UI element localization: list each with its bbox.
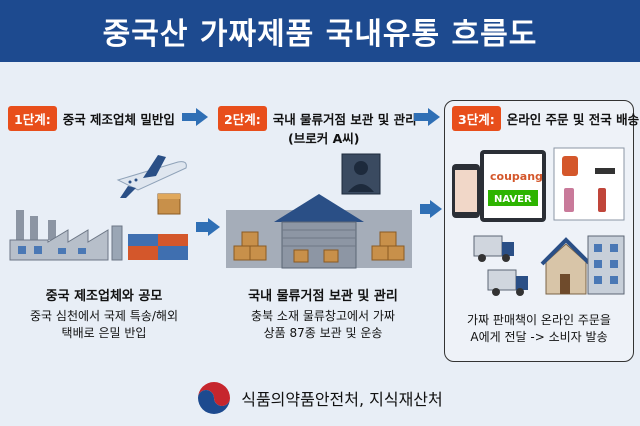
arrow-2-3-header	[414, 108, 440, 126]
stage-1-caption-line-1: 중국 심천에서 국제 특송/해외	[30, 309, 178, 323]
footer: 식품의약품안전처, 지식재산처	[0, 370, 640, 426]
stage-2-caption-line-2: 상품 87종 보관 및 운송	[263, 326, 383, 340]
page-title: 중국산 가짜제품 국내유통 흐름도	[102, 17, 538, 52]
arrow-2-3	[420, 200, 442, 218]
footer-credit: 식품의약품안전처, 지식재산처	[241, 390, 443, 409]
apartment-icon	[587, 235, 625, 295]
stage-2-sublabel: (브로커 A씨)	[288, 131, 360, 146]
stage-2-badge: 2단계:	[218, 106, 267, 131]
shipping-containers-icon	[128, 234, 188, 260]
header-banner: 중국산 가짜제품 국내유통 흐름도	[0, 0, 640, 62]
online-order-illustration: coupang NAVER	[452, 147, 625, 296]
airplane-icon	[116, 155, 187, 198]
stage-3-caption: 가짜 판매책이 온라인 주문을 A에게 전달 -> 소비자 발송	[446, 312, 632, 346]
broker-avatar-icon	[341, 153, 381, 195]
stage-2-label: 2단계: 국내 물류거점 보관 및 관리	[218, 106, 417, 131]
stage-1-caption-line-2: 택배로 은밀 반입	[61, 326, 147, 340]
stage-1-label: 1단계: 중국 제조업체 밀반입	[8, 106, 175, 131]
delivery-truck-icon	[473, 235, 528, 296]
stage-3-caption-line-2: A에게 전달 -> 소비자 발송	[470, 330, 608, 344]
stage-1-badge: 1단계:	[8, 106, 57, 131]
arrow-1-2	[196, 218, 220, 236]
stage-1-title: 중국 제조업체 밀반입	[62, 112, 175, 127]
stage-2-caption-line-1: 충북 소재 물류창고에서 가짜	[251, 309, 395, 323]
stage-3-label: 3단계: 온라인 주문 및 전국 배송	[452, 106, 639, 131]
factory-icon	[9, 210, 123, 261]
stage-3-caption-line-1: 가짜 판매책이 온라인 주문을	[467, 313, 611, 327]
stage-1-caption-title: 중국 제조업체와 공모	[45, 289, 163, 304]
stage-1-caption: 중국 제조업체와 공모 중국 심천에서 국제 특송/해외 택배로 은밀 반입	[4, 288, 204, 342]
stage-3-panel	[444, 100, 634, 362]
parcel-box-icon	[157, 193, 181, 215]
platform-naver: NAVER	[494, 194, 532, 205]
warehouse-illustration	[226, 153, 412, 269]
arrow-1-2-header	[182, 108, 208, 126]
stage-2-title: 국내 물류거점 보관 및 관리	[272, 112, 417, 127]
government-emblem-icon	[198, 382, 231, 414]
house-icon	[540, 237, 592, 295]
tablet-icon	[480, 150, 546, 222]
platform-coupang: coupang	[490, 170, 543, 183]
stage-3-badge: 3단계:	[452, 106, 501, 131]
stage-2-caption-title: 국내 물류거점 보관 및 관리	[248, 289, 398, 304]
stage-3-title: 온라인 주문 및 전국 배송	[506, 112, 640, 127]
factory-illustration	[9, 155, 188, 261]
products-grid-icon	[553, 147, 625, 221]
stacked-boxes-icon	[233, 231, 405, 263]
stage-2-caption: 국내 물류거점 보관 및 관리 충북 소재 물류창고에서 가짜 상품 87종 보…	[218, 288, 428, 342]
smartphone-icon	[452, 164, 480, 218]
